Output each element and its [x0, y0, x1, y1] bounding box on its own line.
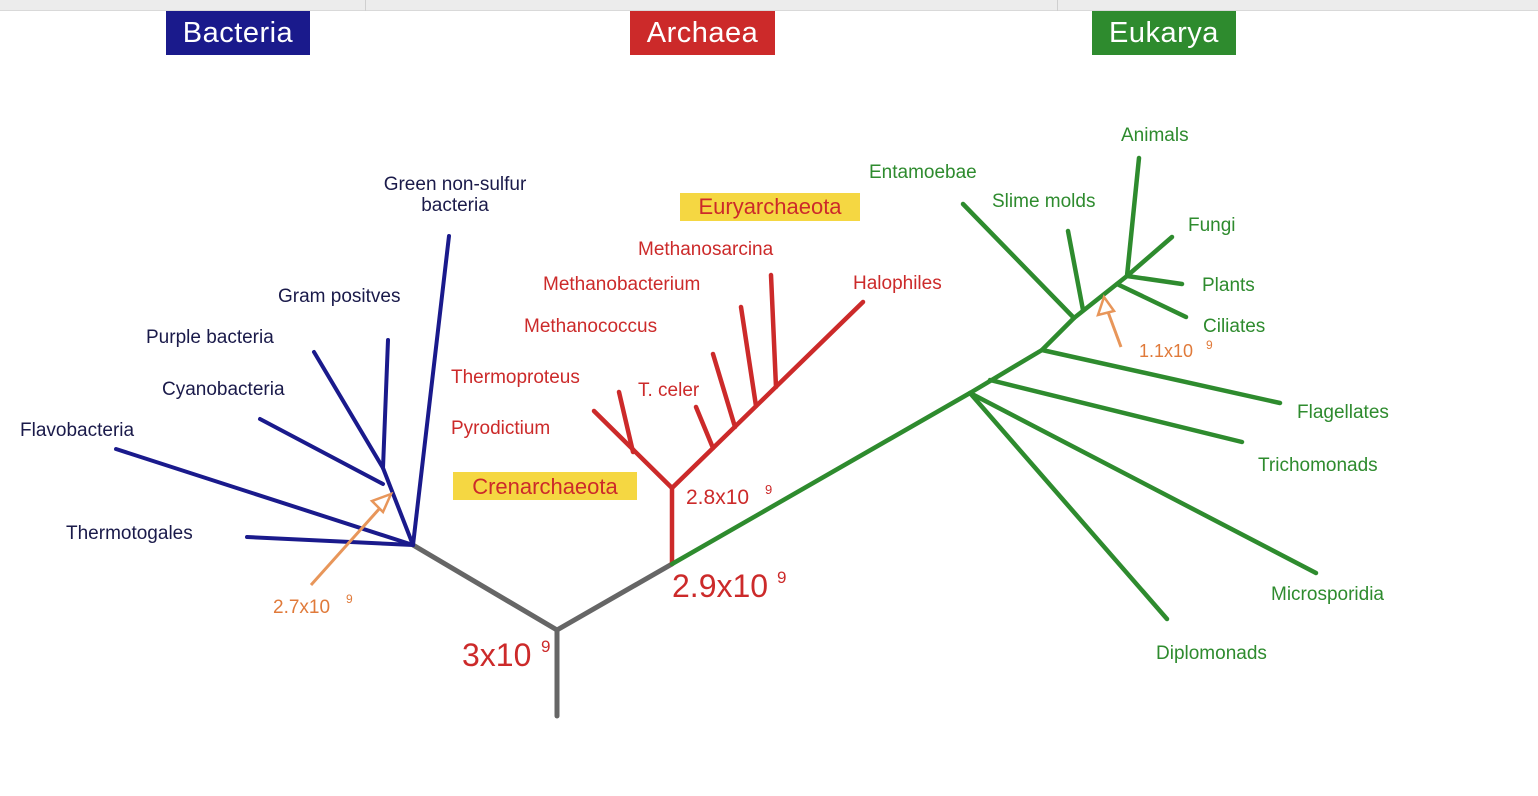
eukarya-date-label: 1.1x10 9 — [1139, 338, 1213, 361]
archaea-date-label: 2.8x10 9 — [686, 482, 772, 509]
thermoproteus-label: Thermoproteus — [451, 367, 580, 388]
root-branches — [410, 542, 675, 719]
t-celer-label: T. celer — [638, 380, 700, 401]
bacteria-date-exponent: 9 — [346, 592, 353, 606]
pyrodictium-label: Pyrodictium — [451, 418, 550, 439]
trichomonads-branch — [987, 377, 1245, 445]
gram-positives-branch — [381, 338, 390, 470]
eukarya-inner-2 — [1039, 315, 1077, 353]
fungi-label: Fungi — [1188, 215, 1236, 236]
eukarya-date-exponent: 9 — [1206, 338, 1213, 352]
microsporidia-branch — [967, 390, 1319, 576]
archaea-branches — [591, 272, 866, 567]
t-celer-branch — [693, 404, 716, 451]
methanobacterium-label: Methanobacterium — [543, 274, 700, 295]
green-nonsulfur-label-line1: Green non-sulfur — [384, 174, 527, 195]
slime-molds-branch — [1065, 228, 1086, 313]
cyanobacteria-branch — [258, 417, 385, 486]
diplomonads-label: Diplomonads — [1156, 643, 1267, 664]
cyanobacteria-label: Cyanobacteria — [162, 379, 285, 400]
archaea-date-exponent: 9 — [765, 482, 772, 497]
methanococcus-label: Methanococcus — [524, 316, 657, 337]
plants-branch — [1124, 273, 1185, 287]
eukarya-domain-label: Eukarya — [1092, 11, 1236, 55]
methanosarcina-branch — [768, 272, 779, 390]
thermotogales-branch — [245, 535, 415, 547]
halophiles-branch — [669, 299, 866, 491]
bacteria-domain-label: Bacteria — [166, 11, 310, 55]
diplomonads-branch — [967, 390, 1170, 622]
thermotogales-label: Thermotogales — [66, 523, 193, 544]
flagellates-branch — [1039, 347, 1283, 406]
root-date-labels: 2.9x10 9 3x10 9 — [462, 568, 786, 673]
entamoebae-branch — [960, 201, 1077, 321]
ciliates-label: Ciliates — [1203, 316, 1265, 337]
entamoebae-label: Entamoebae — [869, 162, 977, 183]
gram-positives-label: Gram positves — [278, 286, 400, 307]
svg-text:2.7x10: 2.7x10 — [273, 597, 330, 618]
root-to-archaea-eukarya-branch — [554, 561, 675, 633]
flagellates-label: Flagellates — [1297, 402, 1389, 423]
euryarchaeota-label: Euryarchaeota — [698, 194, 842, 219]
purple-bacteria-label: Purple bacteria — [146, 327, 274, 348]
eukarya-date-base: 1.1x10 — [1139, 341, 1193, 361]
methanosarcina-label: Methanosarcina — [638, 239, 774, 260]
animals-label: Animals — [1121, 125, 1189, 146]
eukarya-branches — [669, 155, 1319, 622]
bacteria-branches — [114, 234, 451, 547]
green-nonsulfur-label-line2: bacteria — [421, 195, 489, 216]
thermoproteus-branch — [616, 389, 636, 455]
animals-branch — [1124, 155, 1142, 279]
purple-bacteria-branch — [312, 350, 385, 470]
root-to-bacteria-branch — [410, 542, 560, 633]
split-date-exponent: 9 — [777, 568, 786, 587]
methanococcus-branch — [710, 351, 738, 430]
fungi-branch — [1124, 234, 1175, 279]
eukarya-stem — [669, 390, 973, 567]
bacteria-date-arrow — [309, 491, 394, 587]
ciliates-branch — [1114, 281, 1189, 320]
crenarchaeota-highlight — [453, 472, 637, 500]
microsporidia-label: Microsporidia — [1271, 584, 1384, 605]
top-toolbar-strip — [0, 0, 1538, 11]
methanobacterium-branch — [738, 304, 759, 409]
bacteria-date-base: 2.7x10 — [273, 597, 330, 618]
crenarchaeota-label: Crenarchaeota — [472, 474, 618, 499]
trichomonads-label: Trichomonads — [1258, 455, 1378, 476]
archaea-date-base: 2.8x10 — [686, 486, 749, 509]
plants-label: Plants — [1202, 275, 1255, 296]
root-date-base: 3x10 — [462, 637, 531, 673]
flavobacteria-branch — [114, 447, 415, 547]
flavobacteria-label: Flavobacteria — [20, 420, 134, 441]
green-nonsulfur-branch — [411, 234, 451, 547]
split-date-base: 2.9x10 — [672, 568, 768, 604]
toolbar-divider — [365, 0, 366, 11]
root-date-exponent: 9 — [541, 637, 550, 656]
image-crop-edge — [1404, 56, 1538, 796]
eukarya-inner-1 — [967, 347, 1045, 396]
bacteria-date-label: 2.7x10 9 — [273, 592, 353, 618]
toolbar-divider — [1057, 0, 1058, 11]
halophiles-label: Halophiles — [853, 273, 942, 294]
slime-molds-label: Slime molds — [992, 191, 1095, 212]
eukarya-date-arrow — [1096, 294, 1123, 348]
archaea-domain-label: Archaea — [630, 11, 775, 55]
bacteria-inner-branch — [381, 466, 415, 547]
euryarchaeota-highlight — [680, 193, 860, 221]
